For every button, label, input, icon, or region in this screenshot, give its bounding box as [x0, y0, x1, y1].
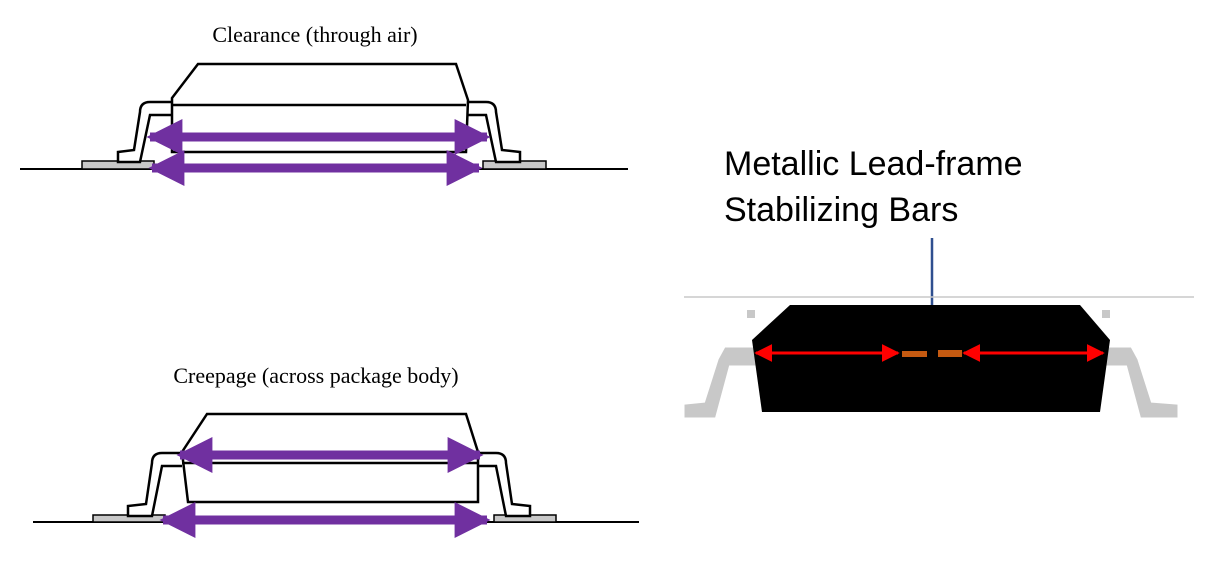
callout-line2: Stabilizing Bars	[724, 191, 958, 229]
stabilizer-bar-left	[902, 351, 927, 357]
stabilizer-diagram: Metallic Lead-frame Stabilizing Bars	[684, 145, 1194, 418]
stabilizer-right-lead	[1105, 347, 1178, 418]
clearance-right-lead	[466, 100, 522, 164]
stabilizer-left-lead	[684, 347, 757, 418]
creepage-diagram: Creepage (across package body)	[33, 363, 639, 538]
creepage-label: Creepage (across package body)	[173, 363, 458, 388]
clearance-left-lead	[116, 100, 172, 164]
callout-line1: Metallic Lead-frame	[724, 145, 1023, 183]
right-top-marker	[1102, 310, 1110, 318]
clearance-label: Clearance (through air)	[212, 22, 417, 47]
stabilizer-bar-right	[938, 350, 962, 357]
clearance-diagram: Clearance (through air)	[20, 22, 628, 186]
left-top-marker	[747, 310, 755, 318]
creepage-right-lead	[478, 451, 532, 518]
creepage-left-lead	[126, 451, 182, 518]
stabilizer-package-body	[752, 305, 1110, 412]
